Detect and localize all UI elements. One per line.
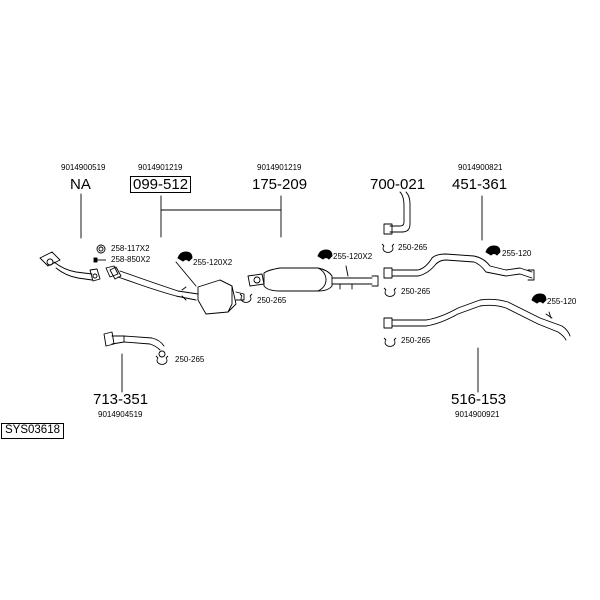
tail-pipe-516-153 bbox=[383, 298, 571, 341]
catalytic-converter bbox=[105, 261, 245, 315]
part-number-na[interactable]: NA bbox=[70, 176, 91, 193]
part-number-700-021[interactable]: 700-021 bbox=[370, 176, 426, 193]
accessory-label[interactable]: 255-120X2 bbox=[333, 252, 373, 261]
oe-number-451-361: 9014900821 bbox=[458, 163, 503, 172]
part-number-713-351[interactable]: 713-351 bbox=[93, 391, 149, 408]
accessory-label[interactable]: 255-120 bbox=[547, 297, 577, 306]
part-number-516-153[interactable]: 516-153 bbox=[451, 391, 507, 408]
oe-number-713-351: 9014904519 bbox=[98, 410, 143, 419]
oe-number-099-512: 9014901219 bbox=[138, 163, 183, 172]
accessory-label[interactable]: 258-117X2 bbox=[111, 244, 150, 253]
accessory-label[interactable]: 250-265 bbox=[398, 243, 428, 252]
intermediate-pipe-713-351 bbox=[103, 331, 166, 358]
front-pipe bbox=[39, 251, 101, 282]
middle-silencer bbox=[247, 265, 379, 292]
oe-number-175-209: 9014901219 bbox=[257, 163, 302, 172]
diagram-code: SYS03618 bbox=[1, 423, 64, 439]
short-pipe-700-021 bbox=[383, 191, 411, 235]
rear-pipe-451-361 bbox=[383, 253, 535, 281]
accessory-label[interactable]: 250-265 bbox=[401, 336, 431, 345]
accessory-label[interactable]: 258-850X2 bbox=[111, 255, 151, 264]
part-number-099-512[interactable]: 099-512 bbox=[130, 176, 192, 193]
part-number-451-361[interactable]: 451-361 bbox=[452, 176, 508, 193]
oe-number-516-153: 9014900921 bbox=[455, 410, 500, 419]
oe-number-na: 9014900519 bbox=[61, 163, 106, 172]
accessory-label[interactable]: 255-120 bbox=[502, 249, 532, 258]
part-number-175-209[interactable]: 175-209 bbox=[252, 176, 308, 193]
accessory-label[interactable]: 250-265 bbox=[175, 355, 205, 364]
accessory-label[interactable]: 250-265 bbox=[257, 296, 287, 305]
accessory-label[interactable]: 255-120X2 bbox=[193, 258, 233, 267]
leader-lines bbox=[80, 193, 483, 393]
accessory-label[interactable]: 250-265 bbox=[401, 287, 431, 296]
